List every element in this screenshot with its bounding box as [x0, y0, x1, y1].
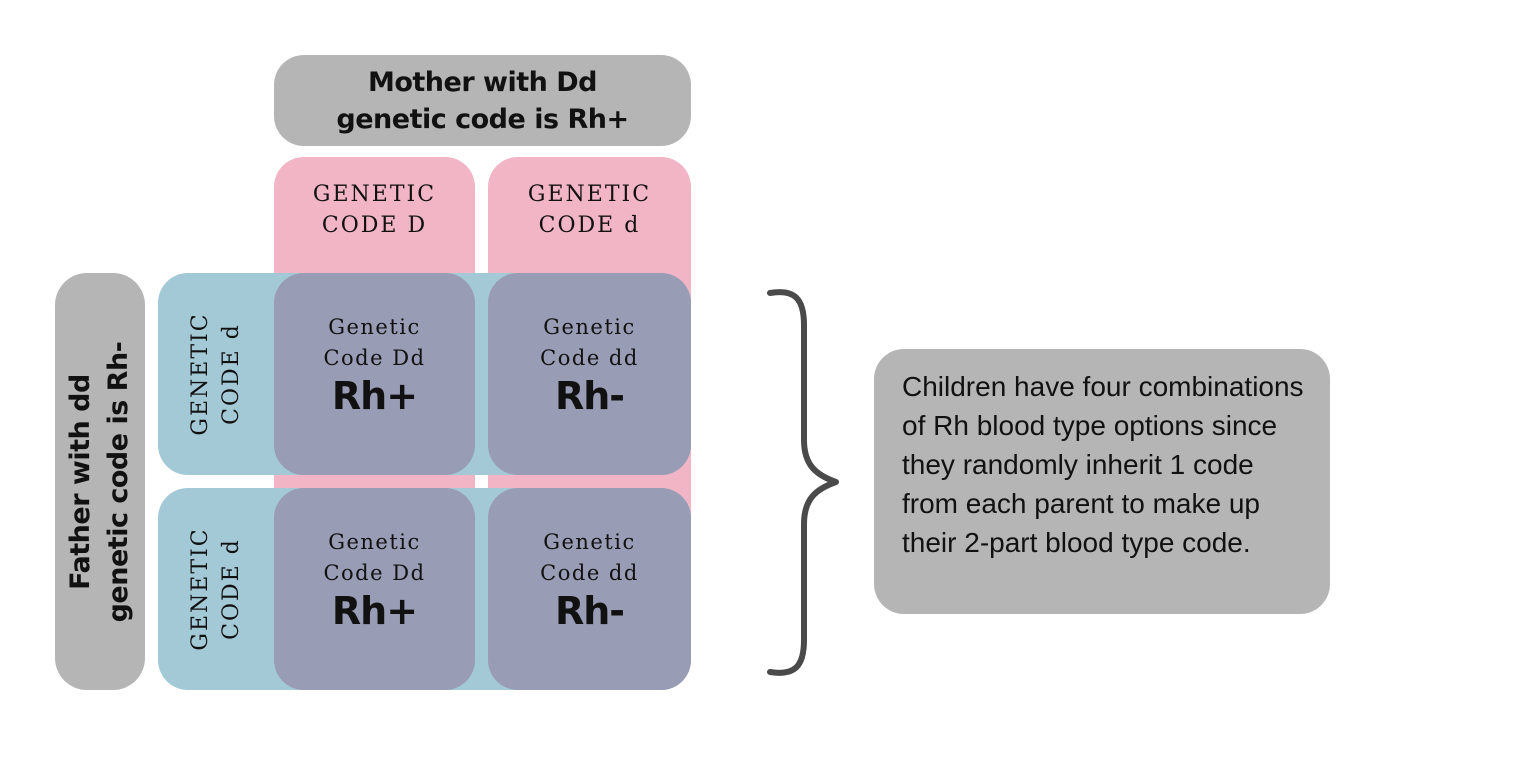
offspring-cell-1-1: Genetic Code Dd Rh+ — [274, 273, 475, 475]
column-label-2: GENETIC CODE d — [527, 182, 652, 238]
mother-label-line1: Mother with Dd — [367, 66, 598, 98]
cell-result: Rh- — [554, 589, 625, 633]
explanation-box: Children have four combinations of Rh bl… — [874, 349, 1330, 614]
row-label-2: GENETIC CODE d — [188, 527, 244, 651]
column-label-1: GENETIC CODE D — [312, 182, 437, 238]
curly-brace-icon — [767, 289, 839, 676]
cell-genotype: Genetic Code dd — [540, 315, 639, 370]
mother-label-line2: genetic code is Rh+ — [336, 103, 629, 135]
father-label-line2: genetic code is Rh- — [103, 341, 134, 622]
cell-result: Rh+ — [331, 589, 418, 633]
row-label-1: GENETIC CODE d — [188, 312, 244, 436]
offspring-cell-2-2: Genetic Code dd Rh- — [488, 488, 691, 690]
cell-result: Rh- — [554, 374, 625, 418]
cell-genotype: Genetic Code Dd — [323, 315, 426, 370]
cell-result: Rh+ — [331, 374, 418, 418]
cell-genotype: Genetic Code dd — [540, 530, 639, 585]
father-label-pill: Father with dd genetic code is Rh- — [55, 273, 145, 690]
offspring-cell-1-2: Genetic Code dd Rh- — [488, 273, 691, 475]
row-label-2-wrap: GENETIC CODE d — [158, 488, 274, 690]
row-label-1-wrap: GENETIC CODE d — [158, 273, 274, 475]
mother-label-pill: Mother with Dd genetic code is Rh+ — [274, 55, 691, 146]
father-label-line1: Father with dd — [65, 373, 96, 590]
cell-genotype: Genetic Code Dd — [323, 530, 426, 585]
offspring-cell-2-1: Genetic Code Dd Rh+ — [274, 488, 475, 690]
explanation-text: Children have four combinations of Rh bl… — [902, 371, 1304, 558]
